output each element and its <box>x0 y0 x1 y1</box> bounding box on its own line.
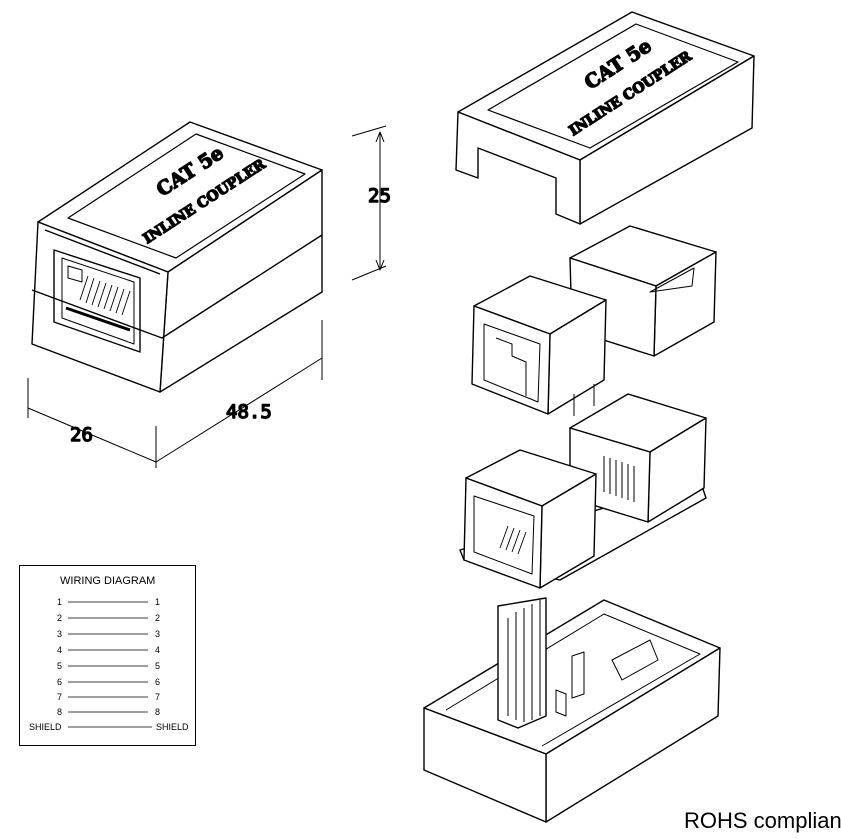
exploded-top-cap <box>455 11 755 225</box>
wire-left-3: 3 <box>57 629 62 639</box>
dimension-lines <box>27 125 387 468</box>
wire-left-8: 8 <box>57 707 62 717</box>
wire-left-shield: SHIELD <box>29 722 62 732</box>
wire-left-6: 6 <box>57 677 62 687</box>
wire-right-shield: SHIELD <box>156 722 189 732</box>
wire-right-1: 1 <box>155 597 160 607</box>
wiring-diagram-rows: 1 1 2 2 3 3 4 4 5 5 6 6 7 7 8 8 SHIELD S… <box>29 597 189 732</box>
rohs-compliance-note: ROHS compliant <box>684 808 841 833</box>
wiring-diagram-title: WIRING DIAGRAM <box>60 575 155 587</box>
wiring-diagram <box>19 565 196 746</box>
wire-left-2: 2 <box>57 613 62 623</box>
wire-right-3: 3 <box>155 629 160 639</box>
wire-left-5: 5 <box>57 661 62 671</box>
wire-right-6: 6 <box>155 677 160 687</box>
wire-right-8: 8 <box>155 707 160 717</box>
wire-right-2: 2 <box>155 613 160 623</box>
wire-right-5: 5 <box>155 661 160 671</box>
wire-left-4: 4 <box>57 645 62 655</box>
pcb-jack-lower <box>459 393 707 589</box>
dimension-height: 25 <box>368 185 391 207</box>
assembled-coupler <box>31 121 323 393</box>
wire-left-7: 7 <box>57 692 62 702</box>
shielded-jack-upper <box>471 225 717 416</box>
wire-right-4: 4 <box>155 645 160 655</box>
exploded-bottom-housing <box>423 597 721 823</box>
wire-right-7: 7 <box>155 692 160 702</box>
dimension-length: 48.5 <box>226 401 272 423</box>
wire-left-1: 1 <box>57 597 62 607</box>
dimension-width: 26 <box>70 424 93 446</box>
